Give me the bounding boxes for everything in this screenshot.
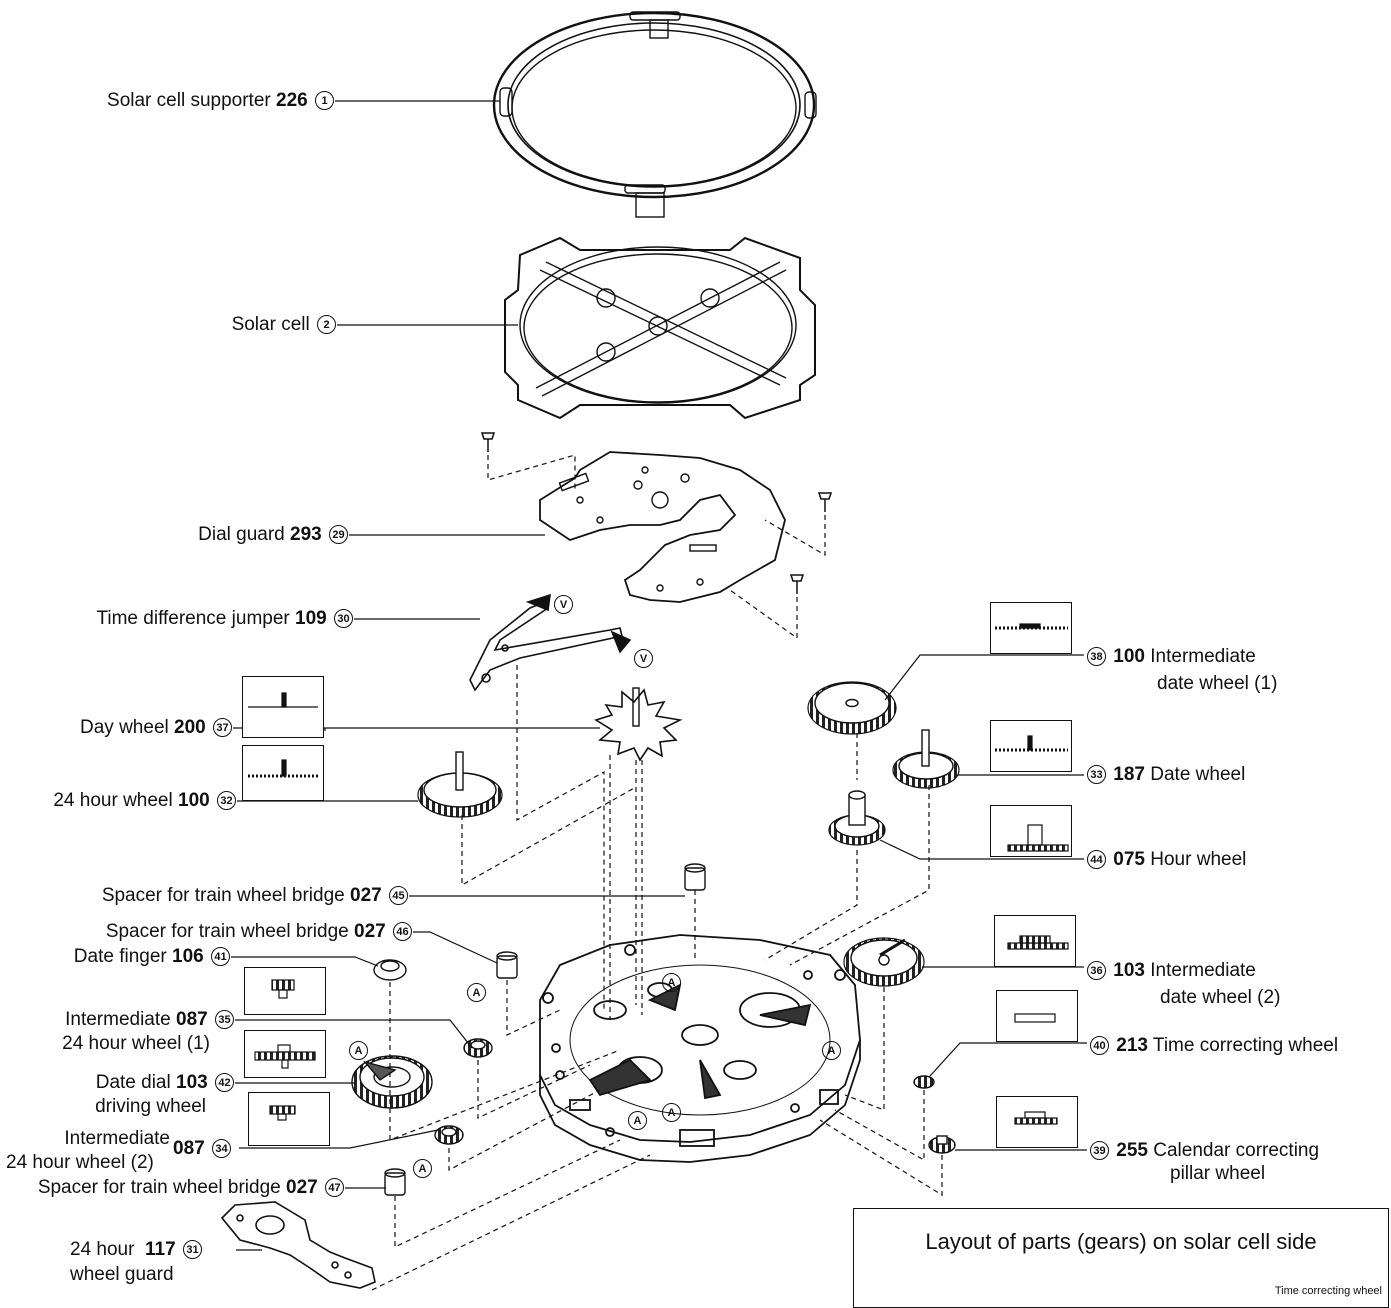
marker-a-3: A <box>411 1158 434 1180</box>
date-wheel-part <box>892 729 960 789</box>
label-intermediate-date-wheel-1: 38 100 Intermediate <box>1085 646 1256 668</box>
small-wheels-right <box>913 1075 956 1154</box>
solar-cell-part <box>504 236 816 420</box>
marker-a-5: A <box>820 1040 843 1062</box>
label-hour-wheel: 44 075 Hour wheel <box>1085 849 1246 871</box>
label-time-correcting-wheel: 40 213 Time correcting wheel <box>1088 1035 1338 1057</box>
label-intermediate-date-wheel-2-line2: date wheel (2) <box>1160 987 1281 1008</box>
label-date-finger: Date finger 106 41 <box>20 946 232 968</box>
solar-cell-supporter-part <box>492 11 817 218</box>
label-date-dial-driving-wheel: Date dial 103 42 <box>10 1072 236 1094</box>
label-spacer-45: Spacer for train wheel bridge 027 45 <box>20 885 410 907</box>
movement-base-part <box>539 934 861 1163</box>
label-calendar-correcting-pillar-wheel: 39 255 Calendar correcting <box>1088 1140 1319 1162</box>
inset-calendar-correcting <box>996 1096 1078 1148</box>
label-intermediate-24-hour-wheel-1: Intermediate 087 35 <box>10 1009 236 1031</box>
label-24-hour-wheel-guard-line2: wheel guard <box>70 1264 174 1285</box>
inset-date-wheel <box>990 720 1072 772</box>
marker-a-1: A <box>465 982 488 1004</box>
marker-a-6: A <box>626 1110 649 1132</box>
inset-intermediate-24-2 <box>248 1092 330 1146</box>
label-intermediate-24-hour-wheel-1-line2: 24 hour wheel (1) <box>62 1033 210 1054</box>
label-intermediate-date-wheel-2: 36 103 Intermediate <box>1085 960 1256 982</box>
inset-intermediate-date-2 <box>994 915 1076 967</box>
label-time-difference-jumper: Time difference jumper 109 30 <box>30 608 355 630</box>
marker-a-7: A <box>660 1102 683 1124</box>
label-intermediate-date-wheel-1-line2: date wheel (1) <box>1157 673 1278 694</box>
label-calendar-correcting-pillar-wheel-line2: pillar wheel <box>1170 1163 1266 1184</box>
screws <box>480 432 833 594</box>
hour24-wheel-guard-part <box>220 1201 376 1289</box>
label-date-dial-driving-wheel-line2: driving wheel <box>95 1096 206 1117</box>
label-24-hour-wheel: 24 hour wheel 100 32 <box>10 790 238 812</box>
intermediate-date-wheel-2-part <box>843 937 925 987</box>
date-dial-driving-wheel-part <box>351 1055 433 1109</box>
layout-of-parts-box: Layout of parts (gears) on solar cell si… <box>853 1208 1389 1308</box>
label-spacer-47: Spacer for train wheel bridge 027 47 <box>4 1177 346 1199</box>
intermediate-date-wheel-1-part <box>807 681 897 735</box>
marker-v-2: V <box>632 648 655 670</box>
label-dial-guard: Dial guard 293 29 <box>100 524 350 546</box>
inset-day-wheel <box>242 676 324 738</box>
layout-box-title: Layout of parts (gears) on solar cell si… <box>925 1229 1317 1254</box>
spacers <box>384 863 706 1196</box>
inset-hour-wheel <box>990 805 1072 857</box>
hour-wheel-part <box>828 790 886 846</box>
intermediate-24-wheels <box>434 1038 493 1145</box>
time-difference-jumper-part <box>469 593 632 692</box>
label-solar-cell: Solar cell 2 <box>100 314 338 336</box>
hour24-wheel-part <box>417 751 503 818</box>
marker-a-2: A <box>347 1040 370 1062</box>
marker-v-1: V <box>552 594 575 616</box>
label-24-hour-wheel-guard: 24 hour 117 31 <box>70 1239 204 1261</box>
inset-intermediate-date-1 <box>990 602 1072 654</box>
label-intermediate-24-hour-wheel-2-code: 087 34 <box>173 1138 233 1160</box>
label-intermediate-24-hour-wheel-2: Intermediate <box>64 1128 170 1149</box>
inset-date-dial-driving <box>244 1030 326 1078</box>
marker-a-4: A <box>660 972 683 994</box>
label-intermediate-24-hour-wheel-2-line2: 24 hour wheel (2) <box>6 1152 154 1173</box>
assembly-dashed-lines <box>371 454 943 1291</box>
label-day-wheel: Day wheel 200 37 <box>30 717 234 739</box>
day-wheel-part <box>594 687 683 762</box>
date-finger-part <box>373 959 407 981</box>
label-solar-cell-supporter: Solar cell supporter 226 1 <box>60 90 336 112</box>
dial-guard-part <box>539 451 786 603</box>
inset-24-hour-wheel <box>242 745 324 801</box>
label-date-wheel: 33 187 Date wheel <box>1085 764 1245 786</box>
inset-date-finger <box>244 967 326 1015</box>
inset-time-correcting <box>996 990 1078 1042</box>
layout-box-time-correcting-callout: Time correcting wheel <box>1274 1285 1382 1297</box>
label-spacer-46: Spacer for train wheel bridge 027 46 <box>20 921 414 943</box>
inset-sketches <box>248 624 1069 1125</box>
